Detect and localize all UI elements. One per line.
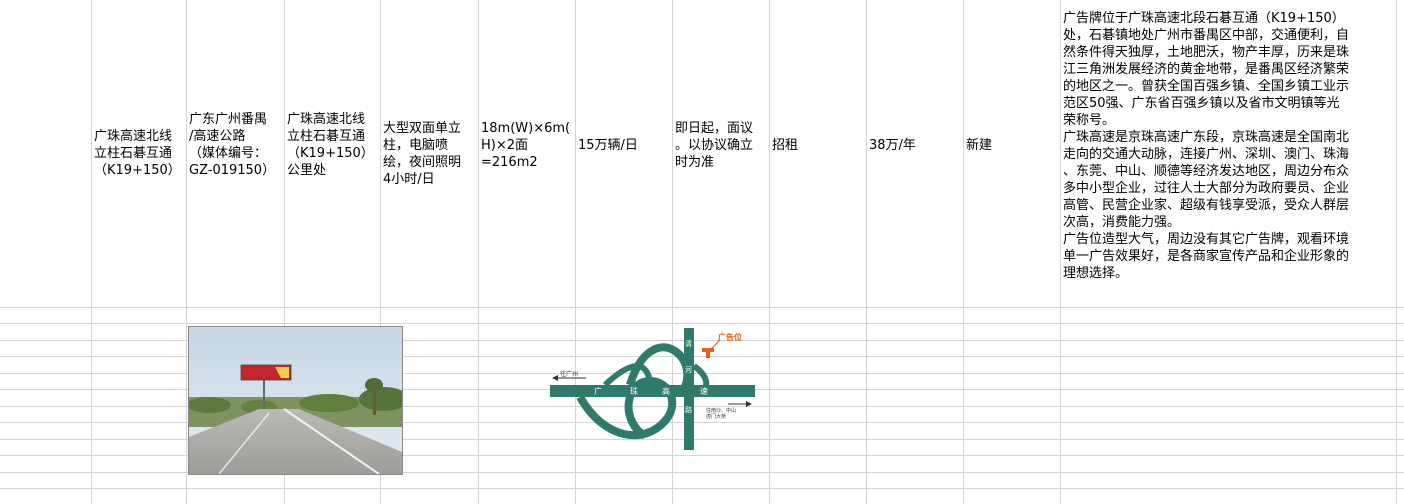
map-road-char: 广 xyxy=(594,386,602,396)
arrow-left-icon xyxy=(552,375,558,381)
grid-row-divider xyxy=(0,406,1404,407)
cell-status[interactable]: 招租 xyxy=(772,138,799,153)
grid-col-divider xyxy=(769,0,770,504)
grid-row-divider xyxy=(0,323,1404,324)
cell-billboard-name[interactable]: 广珠高速北线 立柱石碁互通 （K19+150） xyxy=(94,129,181,178)
cell-price[interactable]: 38万/年 xyxy=(869,138,916,153)
grid-row-divider xyxy=(0,422,1404,423)
map-to-south-line: 往南沙、中山 xyxy=(706,407,736,414)
grid-col-divider xyxy=(284,0,285,504)
grid-col-divider xyxy=(963,0,964,504)
cell-size[interactable]: 18m(W)×6m( H)×2面 =216m2 xyxy=(481,121,571,170)
cell-period[interactable]: 即日起，面议 。以协议确立 时为准 xyxy=(675,121,754,170)
grid-row-divider xyxy=(0,472,1404,473)
grid-row-divider xyxy=(0,439,1404,440)
map-to-guangzhou: 往广州 xyxy=(560,370,578,378)
cell-traffic[interactable]: 15万辆/日 xyxy=(578,138,638,153)
grid-col-divider xyxy=(1396,0,1397,504)
arrow-right-icon xyxy=(746,401,752,407)
map-road-char: 河 xyxy=(685,366,692,374)
grid-row-divider xyxy=(0,340,1404,341)
grid-row-divider xyxy=(0,307,1404,308)
map-to-south: 往南沙、中山 虎门大桥 xyxy=(706,407,738,420)
grid-row-divider xyxy=(0,488,1404,489)
cell-description[interactable]: 广告牌位于广珠高速北段石碁互通（K19+150） 处，石碁镇地处广州市番禺区中部… xyxy=(1063,11,1350,281)
cell-type[interactable]: 新建 xyxy=(966,138,993,153)
grid-col-divider xyxy=(91,0,92,504)
grid-col-divider xyxy=(672,0,673,504)
map-road-char: 速 xyxy=(700,387,708,396)
location-map: 广告位 往广州 广 珠 高 速 清 河 路 往南沙、中山 虎门大桥 xyxy=(550,326,755,450)
grid-col-divider xyxy=(866,0,867,504)
cell-position[interactable]: 广珠高速北线 立柱石碁互通 （K19+150） 公里处 xyxy=(287,112,374,178)
map-road-char: 珠 xyxy=(630,386,638,396)
grid-col-divider xyxy=(478,0,479,504)
map-road-char: 路 xyxy=(685,405,692,414)
cell-location[interactable]: 广东广州番禺 /高速公路 （媒体编号： GZ-019150） xyxy=(189,112,276,178)
billboard-photo xyxy=(188,326,403,475)
grid-col-divider xyxy=(1060,0,1061,504)
grid-row-divider xyxy=(0,455,1404,456)
grid-row-divider xyxy=(0,356,1404,357)
grid-col-divider xyxy=(380,0,381,504)
grid-col-divider xyxy=(186,0,187,504)
map-road-char: 高 xyxy=(662,386,670,396)
map-road-char: 清 xyxy=(685,339,692,348)
map-ad-label: 广告位 xyxy=(718,332,742,342)
map-to-south-line: 虎门大桥 xyxy=(706,413,726,420)
cell-form[interactable]: 大型双面单立 柱，电脑喷 绘，夜间照明 4小时/日 xyxy=(383,121,462,187)
grid-col-divider xyxy=(575,0,576,504)
